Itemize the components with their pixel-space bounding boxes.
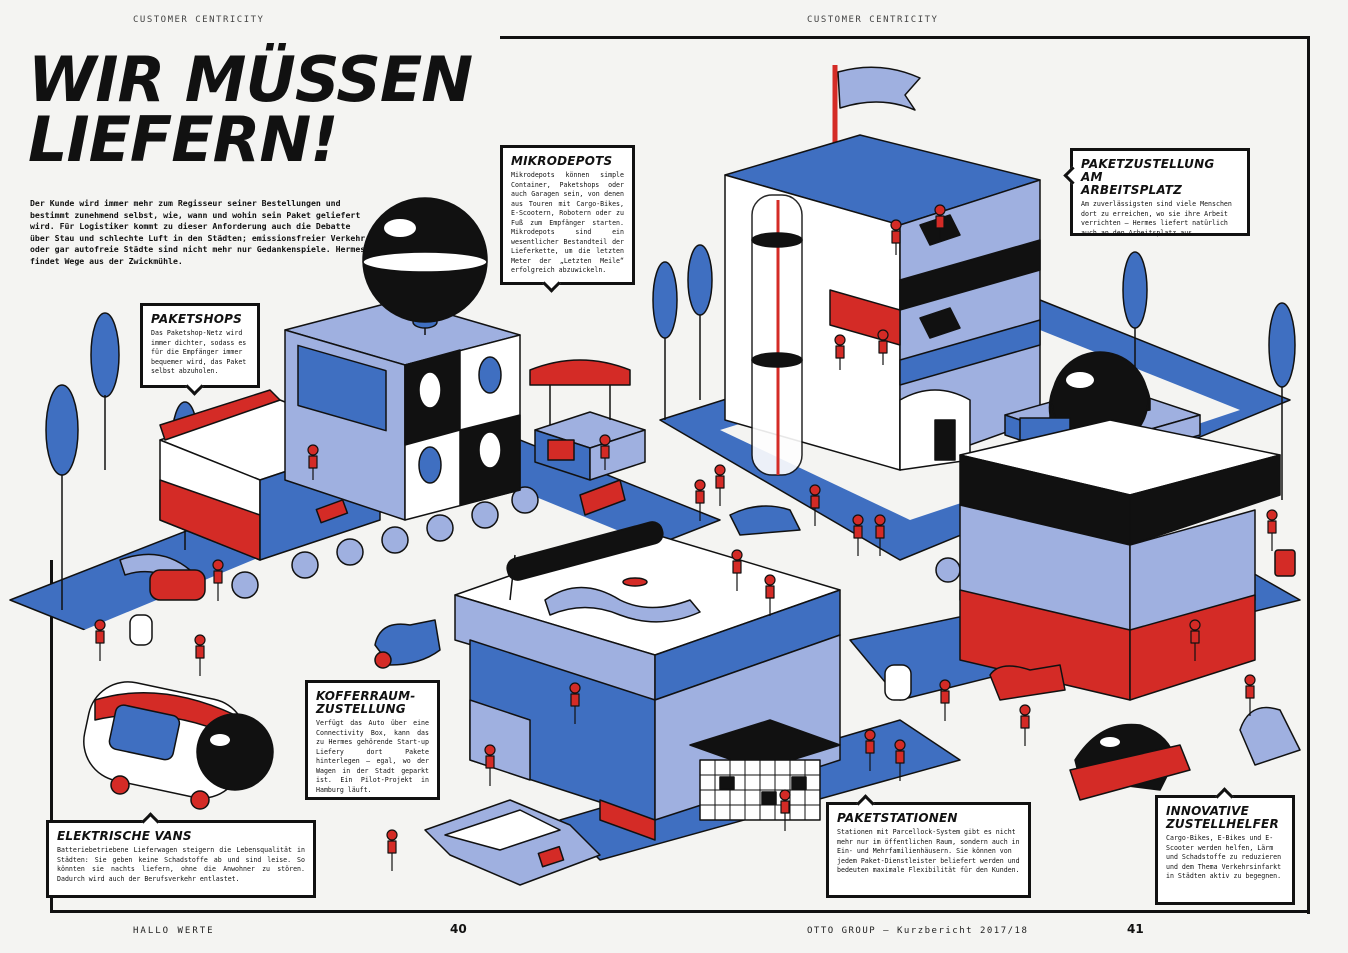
footer-section-label: HALLO WERTE <box>133 926 215 936</box>
frame-top <box>500 36 1310 39</box>
article-intro: Der Kunde wird immer mehr zum Regisseur … <box>30 198 366 266</box>
callout-title: KOFFERRAUM- ZUSTELLUNG <box>316 690 429 716</box>
article-title: WIR MÜSSEN LIEFERN! <box>28 49 473 171</box>
callout-title-line-1: INNOVATIVE <box>1166 804 1250 818</box>
footer-publication: OTTO GROUP – Kurzbericht 2017/18 <box>807 926 1029 936</box>
callout-paketstationen: PAKETSTATIONEN Stationen mit Parcellock-… <box>826 794 1031 898</box>
callout-title: INNOVATIVE ZUSTELLHELFER <box>1166 805 1284 831</box>
electric-van <box>83 681 274 810</box>
callout-text: Cargo-Bikes, E-Bikes und E-Scooter werde… <box>1166 834 1282 880</box>
frame-bottom <box>50 910 1310 913</box>
callout-title-line-2: ARBEITSPLATZ <box>1081 183 1183 197</box>
callout-title-line-2: ZUSTELLUNG <box>316 702 406 716</box>
cube-building <box>284 299 521 521</box>
mikrodepot-kiosk <box>529 359 646 481</box>
office-building <box>959 351 1281 701</box>
callout-text: Mikrodepots können simple Container, Pak… <box>511 171 624 274</box>
frame-right <box>1307 36 1310 914</box>
callout-title: PAKETSHOPS <box>151 312 242 326</box>
frame-left <box>50 560 53 913</box>
callout-title: MIKRODEPOTS <box>511 154 613 168</box>
robots <box>119 549 1296 701</box>
tall-tower <box>724 65 1041 476</box>
running-header-left: CUSTOMER CENTRICITY <box>133 15 265 25</box>
callout-mikrodepots: MIKRODEPOTS Mikrodepots können simple Co… <box>500 145 635 293</box>
car-right <box>1069 723 1191 801</box>
title-line-2: LIEFERN! <box>28 103 339 176</box>
sphere-tower <box>362 197 488 323</box>
running-header-right: CUSTOMER CENTRICITY <box>807 15 939 25</box>
parcel-station-building <box>454 521 841 841</box>
callout-title-line-2: ZUSTELLHELFER <box>1166 817 1279 831</box>
page-number-right: 41 <box>1127 922 1144 936</box>
scooters <box>374 479 1301 766</box>
shrubs <box>231 486 961 599</box>
page-number-left: 40 <box>450 922 467 936</box>
callout-title-line-1: KOFFERRAUM- <box>316 689 416 703</box>
callout-text: Das Paketshop-Netz wird immer dichter, s… <box>151 329 247 375</box>
callout-arbeitsplatz: PAKETZUSTELLUNG AM ARBEITSPLATZ Am zuver… <box>1063 148 1250 237</box>
callout-text: Am zuverlässigsten sind viele Menschen d… <box>1081 200 1232 237</box>
callout-title: ELEKTRISCHE VANS <box>57 829 192 843</box>
callout-text: Batteriebetriebene Lieferwagen steigern … <box>57 846 305 883</box>
title-line-1: WIR MÜSSEN <box>28 43 473 116</box>
callout-paketshops: PAKETSHOPS Das Paketshop-Netz wird immer… <box>140 303 260 396</box>
callout-text: Stationen mit Parcellock-System gibt es … <box>837 828 1020 874</box>
people <box>94 204 1278 871</box>
callout-elektrische-vans: ELEKTRISCHE VANS Batteriebetriebene Lief… <box>46 812 316 898</box>
car-bottom <box>424 799 601 886</box>
callout-title-line-1: PAKETZUSTELLUNG AM <box>1081 157 1215 184</box>
callout-zustellhelfer: INNOVATIVE ZUSTELLHELFER Cargo-Bikes, E-… <box>1155 787 1295 905</box>
callout-kofferraum: KOFFERRAUM- ZUSTELLUNG Verfügt das Auto … <box>305 680 440 800</box>
callout-text: Verfügt das Auto über eine Connectivity … <box>316 719 429 794</box>
callout-title: PAKETSTATIONEN <box>837 811 958 825</box>
callout-title: PAKETZUSTELLUNG AM ARBEITSPLATZ <box>1081 158 1239 197</box>
